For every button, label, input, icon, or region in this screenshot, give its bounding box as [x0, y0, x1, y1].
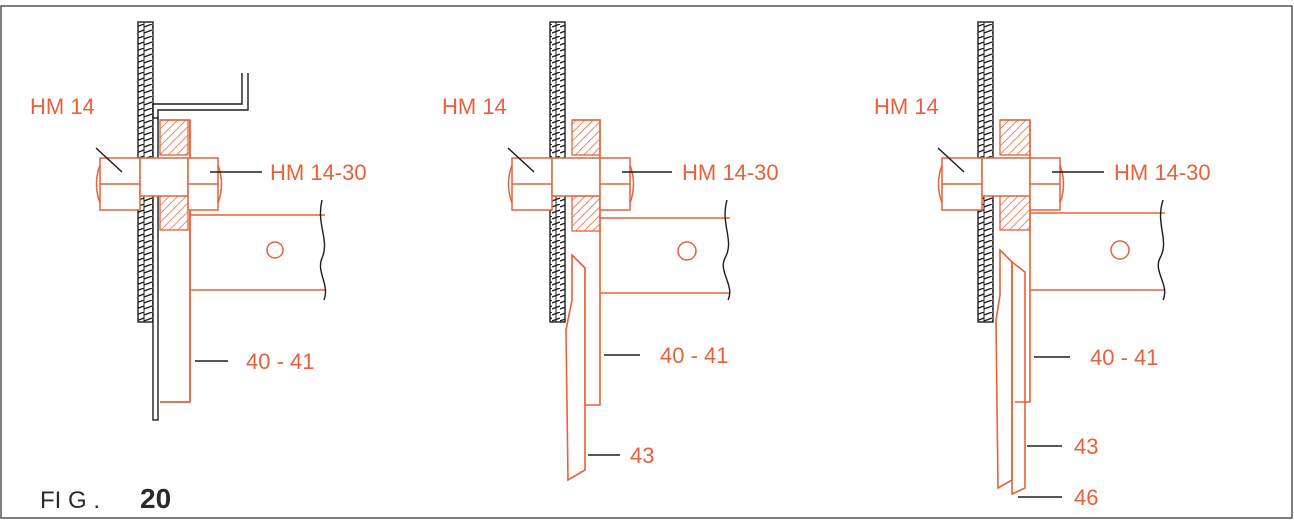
nut — [1029, 157, 1065, 211]
tip-46 — [1011, 260, 1026, 496]
label-nut: HM 14-30 — [1114, 160, 1211, 185]
extension-43 — [995, 248, 1013, 490]
label-nut: HM 14-30 — [270, 160, 367, 185]
blade-holder-arm — [1030, 199, 1166, 301]
spacer-upper — [999, 119, 1031, 156]
label-bolt: HM 14 — [442, 94, 507, 119]
figure-caption-prefix: FI G . — [40, 487, 100, 514]
spacer-lower — [571, 195, 601, 232]
label-bolt: HM 14 — [30, 94, 95, 119]
nut — [187, 157, 223, 211]
bolt — [507, 157, 601, 211]
blade-holder-arm — [600, 199, 731, 301]
label-extension: 43 — [630, 443, 654, 468]
spacer-upper — [159, 119, 189, 156]
leader-lines — [937, 147, 1104, 498]
figure-caption-number: 20 — [140, 483, 171, 514]
spacer-lower — [159, 194, 189, 231]
spacer-upper — [571, 119, 601, 156]
label-tip: 46 — [1074, 485, 1098, 510]
blade-holder-arm — [190, 199, 327, 301]
label-nut: HM 14-30 — [682, 160, 779, 185]
nut — [599, 157, 635, 211]
label-blade: 40 - 41 — [246, 349, 315, 374]
mounting-plate — [137, 21, 249, 421]
bolt — [937, 157, 1031, 211]
label-blade: 40 - 41 — [660, 343, 729, 368]
leader-lines — [95, 147, 262, 362]
label-extension: 43 — [1074, 434, 1098, 459]
panel-1: HM 14 HM 14-30 40 - 41 — [30, 21, 367, 421]
panel-2: HM 14 HM 14-30 40 - 41 43 — [442, 21, 779, 482]
panel-3: HM 14 HM 14-30 40 - 41 43 46 — [874, 21, 1211, 510]
label-blade: 40 - 41 — [1090, 345, 1159, 370]
label-bolt: HM 14 — [874, 94, 939, 119]
spacer-lower — [999, 194, 1031, 231]
extension-43 — [565, 253, 586, 482]
figure-frame — [0, 5, 1293, 519]
leader-lines — [507, 147, 672, 456]
